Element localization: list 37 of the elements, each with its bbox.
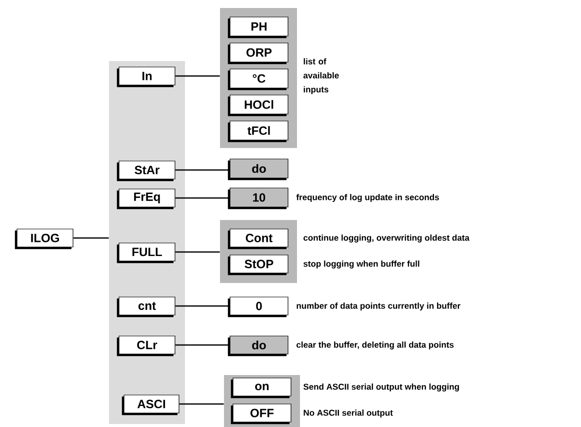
menu-box: PH <box>228 16 288 38</box>
note-text: No ASCII serial output <box>304 410 393 418</box>
menu-box: FULL <box>116 242 176 264</box>
note-text: list of available inputs <box>303 58 339 94</box>
connector-line <box>73 237 109 239</box>
menu-box: StOP <box>228 254 288 276</box>
connector-line <box>175 305 230 307</box>
menu-box: do <box>228 158 288 180</box>
note-text: stop logging when buffer full <box>304 260 420 268</box>
note-text: continue logging, overwriting oldest data <box>304 234 470 242</box>
menu-box: 0 <box>228 296 288 318</box>
note-text: number of data points currently in buffer <box>296 302 460 310</box>
connector-line <box>175 75 220 77</box>
menu-box: ILOG <box>14 228 74 250</box>
connector-line <box>175 251 220 253</box>
menu-box: CLr <box>116 336 176 356</box>
menu-box: StAr <box>116 160 176 182</box>
menu-box: cnt <box>116 296 176 318</box>
connector-line <box>175 169 230 171</box>
menu-box: Cont <box>228 228 288 250</box>
menu-box: ORP <box>228 42 288 64</box>
menu-box: tFCl <box>228 120 288 142</box>
menu-box: °C <box>228 68 288 90</box>
menu-box: do <box>228 336 288 356</box>
note-text: frequency of log update in seconds <box>296 194 439 202</box>
menu-box: 10 <box>228 188 288 210</box>
menu-box: HOCl <box>228 94 288 116</box>
note-text: Send ASCII serial output when logging <box>303 384 459 392</box>
connector-line <box>175 344 230 346</box>
connector-line <box>179 403 224 405</box>
menu-box: FrEq <box>116 188 176 210</box>
note-text: clear the buffer, deleting all data points <box>296 342 454 350</box>
menu-box: ASCI <box>122 394 180 416</box>
menu-box: on <box>230 378 292 398</box>
menu-box: OFF <box>230 404 292 424</box>
menu-box: In <box>116 66 176 88</box>
connector-line <box>175 197 230 199</box>
